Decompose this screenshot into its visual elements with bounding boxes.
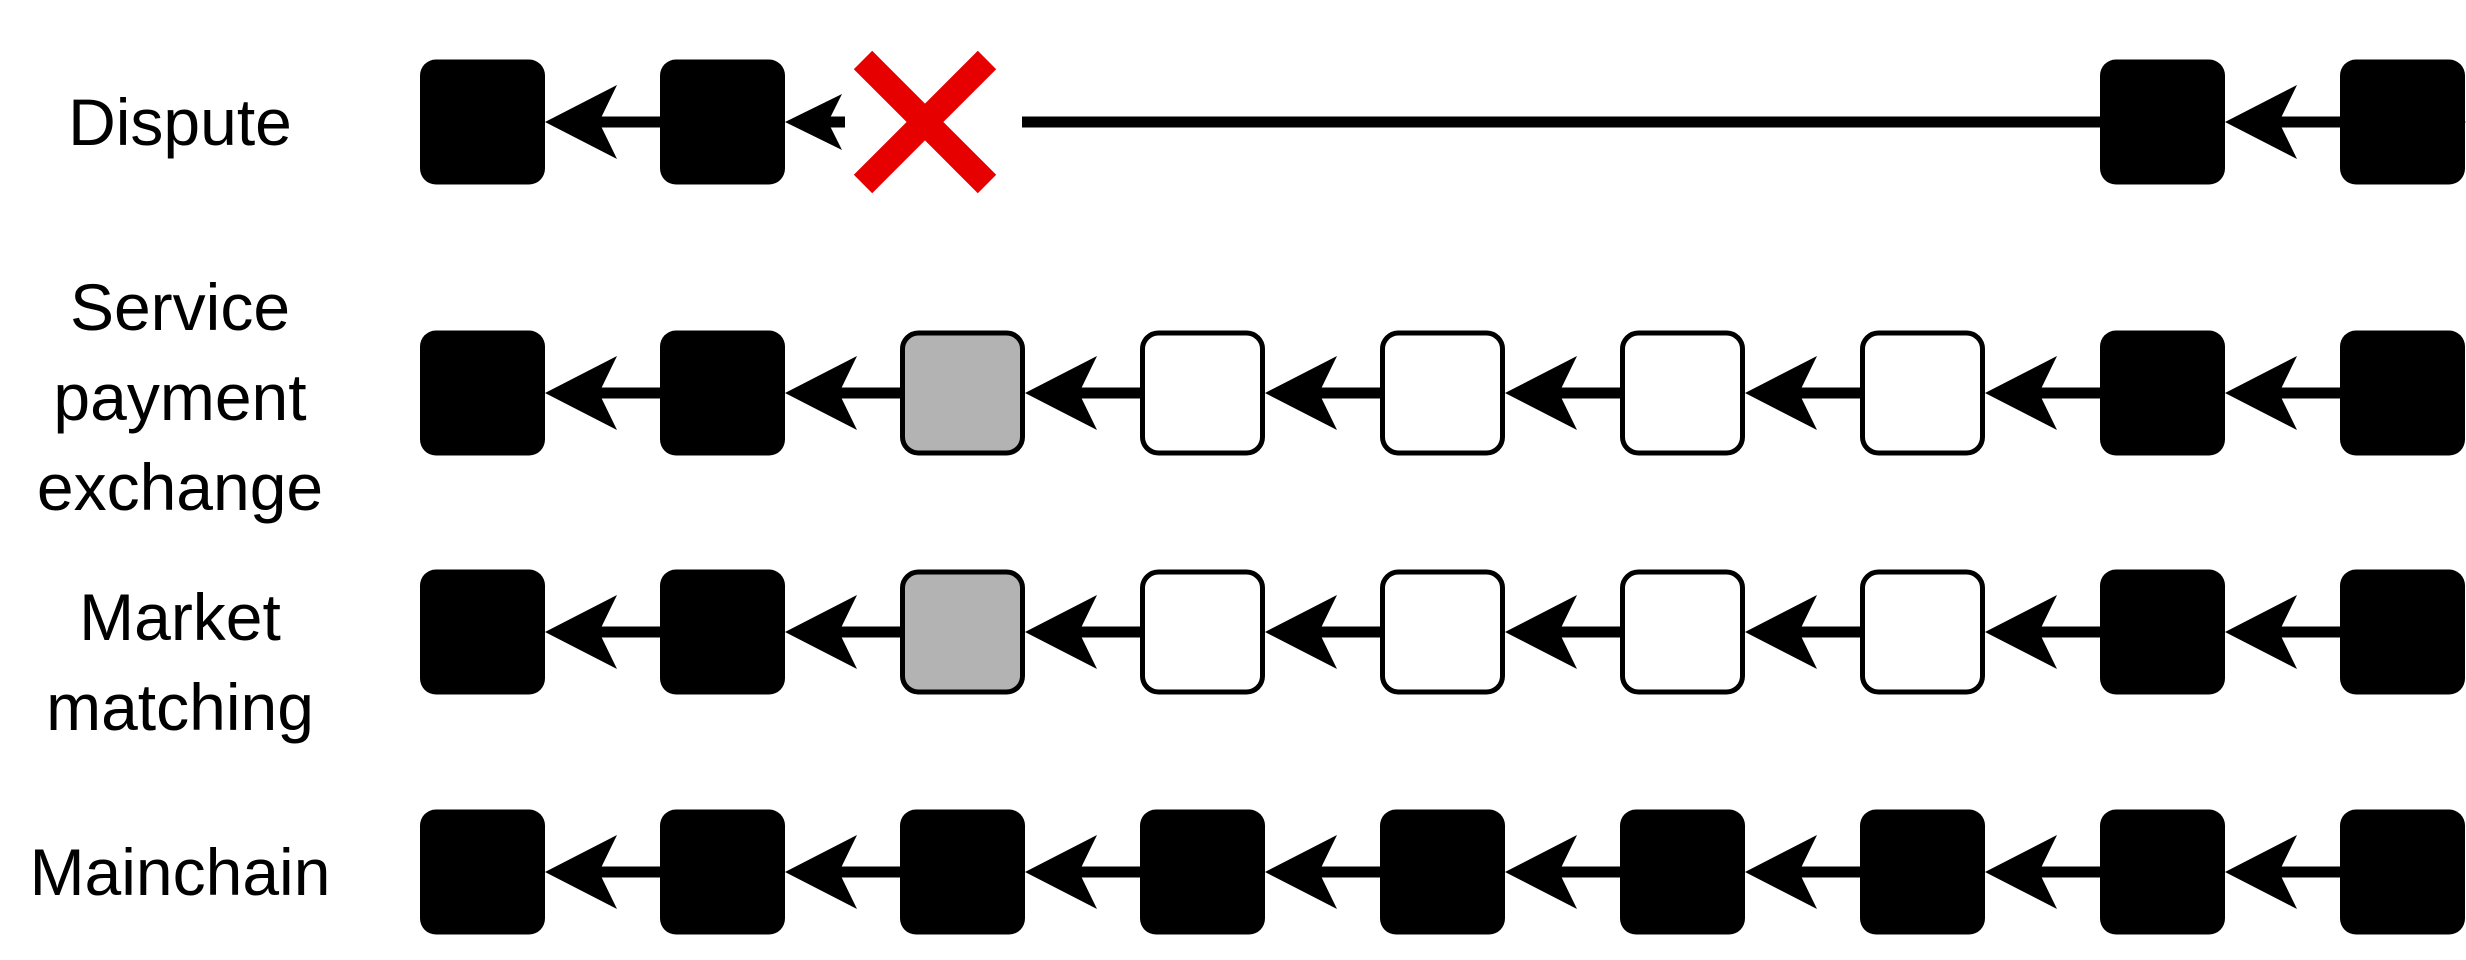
label-line: Service xyxy=(69,270,291,344)
arrowhead-left-icon xyxy=(545,85,617,159)
block-filled xyxy=(660,569,785,695)
block-filled xyxy=(2340,569,2465,695)
arrowhead-left-icon xyxy=(785,94,842,150)
block-filled xyxy=(1860,809,1985,935)
block-gray xyxy=(900,569,1025,695)
block-empty xyxy=(1620,330,1745,456)
arrowhead-left-icon xyxy=(1745,356,1817,430)
block-empty xyxy=(1860,569,1985,695)
arrowhead-left-icon xyxy=(1985,835,2057,909)
arrowhead-left-icon xyxy=(2225,595,2297,669)
block-filled xyxy=(420,809,545,935)
red-x-icon xyxy=(853,50,997,194)
block-empty xyxy=(1380,330,1505,456)
arrowhead-left-icon xyxy=(785,835,857,909)
arrowhead-left-icon xyxy=(545,595,617,669)
arrowhead-left-icon xyxy=(1985,356,2057,430)
label-line: Market xyxy=(79,580,281,654)
arrowhead-left-icon xyxy=(785,595,857,669)
block-empty xyxy=(1140,330,1265,456)
row-label-market-matching: Market matching xyxy=(0,572,360,752)
arrowhead-left-icon xyxy=(1505,835,1577,909)
block-filled xyxy=(2100,330,2225,456)
block-filled xyxy=(660,59,785,185)
label-line: exchange xyxy=(36,450,324,524)
row-label-mainchain: Mainchain xyxy=(0,827,360,917)
block-filled xyxy=(900,809,1025,935)
arrowhead-left-icon xyxy=(2225,835,2297,909)
block-filled xyxy=(2100,59,2225,185)
block-filled xyxy=(1620,809,1745,935)
arrowhead-left-icon xyxy=(1265,356,1337,430)
arrowhead-left-icon xyxy=(2225,356,2297,430)
arrowhead-left-icon xyxy=(1745,835,1817,909)
block-filled xyxy=(1380,809,1505,935)
label-line: Dispute xyxy=(68,85,292,159)
arrowhead-left-icon xyxy=(1505,595,1577,669)
block-filled xyxy=(2100,809,2225,935)
block-filled xyxy=(660,330,785,456)
row-label-dispute: Dispute xyxy=(0,77,360,167)
arrowhead-left-icon xyxy=(2225,85,2297,159)
arrowhead-left-icon xyxy=(1025,356,1097,430)
block-filled xyxy=(2340,330,2465,456)
arrowhead-left-icon xyxy=(1985,595,2057,669)
arrowhead-left-icon xyxy=(545,356,617,430)
block-filled xyxy=(420,569,545,695)
block-filled xyxy=(420,330,545,456)
arrowhead-left-icon xyxy=(1025,835,1097,909)
block-empty xyxy=(1380,569,1505,695)
block-gray xyxy=(900,330,1025,456)
row-label-service-payment-exchange: Service payment exchange xyxy=(0,262,360,532)
label-line: payment xyxy=(53,360,307,434)
block-filled xyxy=(2340,809,2465,935)
label-line: matching xyxy=(46,670,314,744)
block-filled xyxy=(660,809,785,935)
arrowhead-left-icon xyxy=(1745,595,1817,669)
arrowhead-left-icon xyxy=(1025,595,1097,669)
block-filled xyxy=(2100,569,2225,695)
arrowhead-left-icon xyxy=(1265,835,1337,909)
arrowhead-left-icon xyxy=(1265,595,1337,669)
block-filled xyxy=(420,59,545,185)
arrowhead-left-icon xyxy=(785,356,857,430)
block-filled xyxy=(2340,59,2465,185)
block-empty xyxy=(1620,569,1745,695)
block-empty xyxy=(1140,569,1265,695)
arrowhead-left-icon xyxy=(1505,356,1577,430)
block-filled xyxy=(1140,809,1265,935)
arrowhead-left-icon xyxy=(545,835,617,909)
label-line: Mainchain xyxy=(29,835,331,909)
block-empty xyxy=(1860,330,1985,456)
